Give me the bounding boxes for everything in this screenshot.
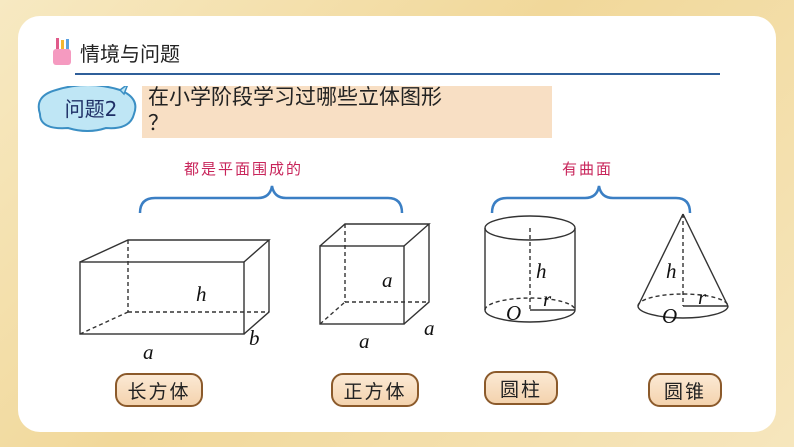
cone-height-label: h [666,259,677,283]
cone-name-button[interactable]: 圆锥 [648,373,722,407]
cube-depth-label: a [424,316,435,340]
question-bubble [37,86,137,132]
question-badge: 问题2 [64,97,118,121]
cuboid-name-button[interactable]: 长方体 [115,373,203,407]
cylinder-name-button[interactable]: 圆柱 [484,371,558,405]
cuboid-shape [79,239,271,335]
pencil-cup-icon [53,38,71,65]
question-text: 在小学阶段学习过哪些立体图形 [148,85,442,109]
section-title: 情境与问题 [80,42,180,66]
bracket-flat [138,185,404,214]
cube-name-button[interactable]: 正方体 [331,373,419,407]
cuboid-width-label: b [249,326,260,350]
question-mark: ？ [148,111,169,135]
cuboid-length-label: a [143,340,154,364]
group-label-curved: 有曲面 [562,160,614,178]
cone-center-label: O [662,304,677,328]
cone-radius-label: r [698,285,707,309]
cylinder-radius-label: r [543,287,552,311]
cylinder-shape [484,215,576,323]
header-divider [75,73,720,75]
cube-height-label: a [382,268,393,292]
group-label-flat: 都是平面围成的 [184,160,304,178]
cuboid-height-label: h [196,282,207,306]
cube-length-label: a [359,329,370,353]
cylinder-center-label: O [506,301,521,325]
cylinder-height-label: h [536,259,547,283]
bracket-curved [490,185,692,214]
cube-shape [319,223,431,325]
cone-shape [637,213,729,319]
question-box [142,86,552,138]
